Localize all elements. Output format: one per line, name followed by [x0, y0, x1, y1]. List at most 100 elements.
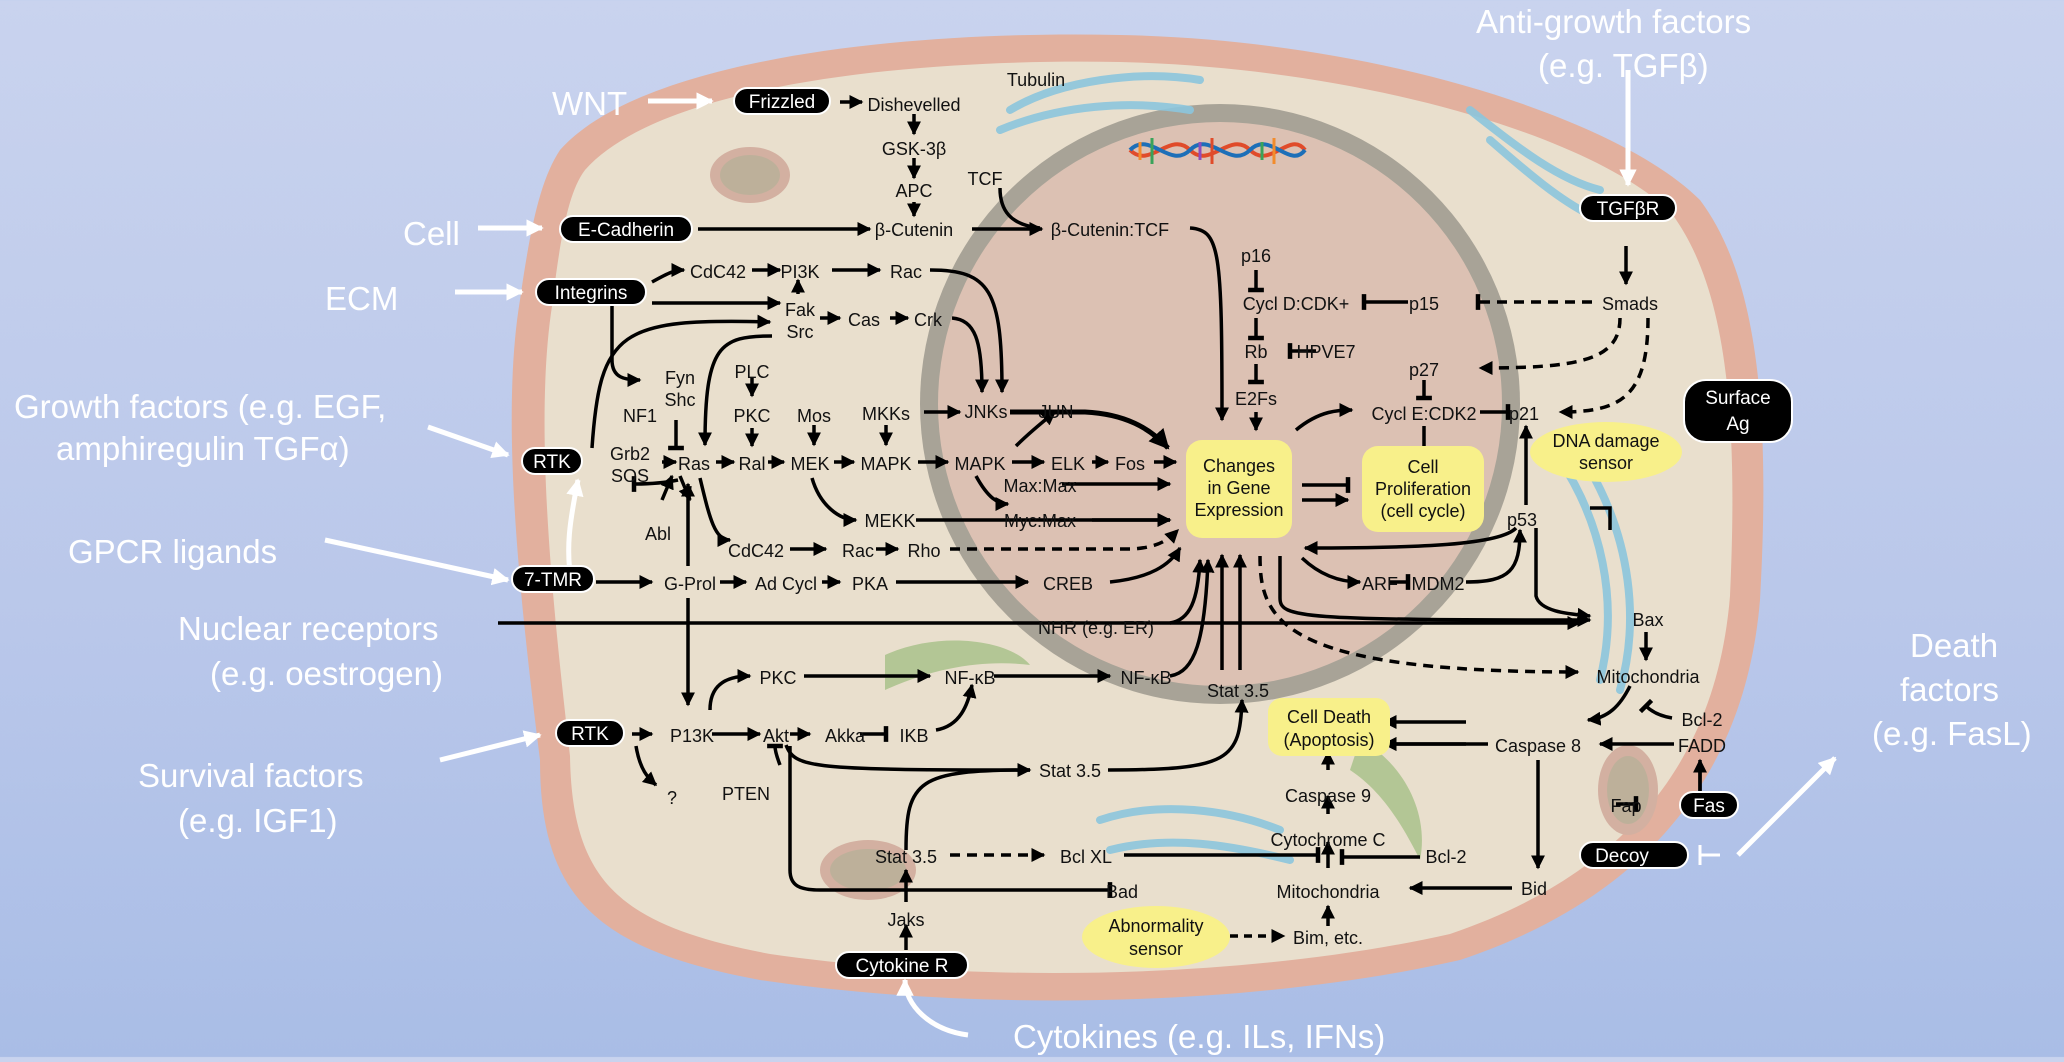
fak-node: Fak — [785, 300, 816, 320]
anti-growth-label-2: (e.g. TGFβ) — [1538, 47, 1709, 84]
apc-node: APC — [895, 181, 932, 201]
survival-factors-label-2: (e.g. IGF1) — [178, 802, 338, 839]
external-arrows — [324, 70, 1837, 1038]
mkks-node: MKKs — [862, 404, 910, 424]
abl-node: Abl — [645, 524, 671, 544]
svg-text:DNA damage: DNA damage — [1552, 431, 1659, 451]
fadd-node: FADD — [1678, 736, 1726, 756]
ecadherin-receptor — [559, 215, 693, 243]
stat35-low-node: Stat 3.5 — [875, 847, 937, 867]
p27-node: p27 — [1409, 360, 1439, 380]
frizzled-receptor — [733, 87, 831, 115]
adcycl-node: Ad Cycl — [755, 574, 817, 594]
caspase8-node: Caspase 8 — [1495, 736, 1581, 756]
surface-ag-label: Surface — [1705, 388, 1770, 409]
pka-node: PKA — [852, 574, 888, 594]
cytokines-label: Cytokines (e.g. ILs, IFNs) — [1013, 1018, 1385, 1055]
nhr-node: NHR (e.g. ER) — [1038, 618, 1154, 638]
bclxl-node: Bcl XL — [1060, 847, 1112, 867]
creb-node: CREB — [1043, 574, 1093, 594]
bax-node: Bax — [1632, 610, 1663, 630]
death-factors-label-2: factors — [1900, 671, 1999, 708]
bim-node: Bim, etc. — [1293, 928, 1363, 948]
bcl2-mid-node: Bcl-2 — [1425, 847, 1466, 867]
cdc42-mid-node: CdC42 — [728, 541, 784, 561]
nf1-node: NF1 — [623, 406, 657, 426]
tgfbr-label: TGFβR — [1597, 199, 1660, 220]
nuclear-receptors-label: Nuclear receptors — [178, 610, 438, 647]
svg-text:Expression: Expression — [1194, 500, 1283, 520]
mycmax-node: Myc:Max — [1004, 511, 1076, 531]
gene-expression-box — [1186, 440, 1292, 538]
rho-node: Rho — [907, 541, 940, 561]
bcatenin-node: β-Cutenin — [875, 220, 953, 240]
mapk-node-1: MAPK — [860, 454, 911, 474]
mekk-node: MEKK — [864, 511, 915, 531]
cytokine-receptor — [835, 951, 969, 979]
death-factors-label: Death — [1910, 627, 1998, 664]
ecadherin-label: E-Cadherin — [578, 220, 674, 241]
integrins-receptor — [535, 278, 647, 306]
shc-node: Shc — [664, 390, 695, 410]
decoy-label: Decoy — [1595, 846, 1649, 867]
gsk-node: GSK-3β — [882, 139, 946, 159]
elk-node: ELK — [1051, 454, 1085, 474]
tmr-label: 7-TMR — [524, 570, 582, 591]
maxmax-node: Max:Max — [1003, 476, 1076, 496]
ikb-node: IKB — [899, 726, 928, 746]
pkc-bottom-node: PKC — [759, 668, 796, 688]
svg-text:sensor: sensor — [1129, 939, 1183, 959]
mos-node: Mos — [797, 406, 831, 426]
nuclear-receptors-label-2: (e.g. oestrogen) — [210, 655, 443, 692]
svg-text:(Apoptosis): (Apoptosis) — [1283, 730, 1374, 750]
hpve7-node: HPVE7 — [1296, 342, 1355, 362]
akt-node: Akt — [763, 726, 789, 746]
pi3k-top-node: PI3K — [780, 262, 819, 282]
question-node: ? — [667, 788, 677, 808]
rtk-bottom-receptor — [555, 719, 625, 747]
survival-factors-label: Survival factors — [138, 757, 364, 794]
nfkb-node-1: NF-κB — [945, 668, 996, 688]
dna-icon — [1128, 138, 1307, 164]
abnormality-sensor — [1082, 906, 1230, 968]
nfkb-node-2: NF-κB — [1121, 668, 1172, 688]
anti-growth-label: Anti-growth factors — [1476, 3, 1751, 40]
decoy-receptor — [1579, 841, 1689, 869]
bid-node: Bid — [1521, 879, 1547, 899]
svg-text:(cell cycle): (cell cycle) — [1380, 501, 1465, 521]
surface-ag-label-2: Ag — [1726, 414, 1749, 435]
stat35-mid-node: Stat 3.5 — [1039, 761, 1101, 781]
fas-receptor — [1679, 791, 1739, 819]
akka-node: Akka — [825, 726, 866, 746]
wnt-label: WNT — [552, 85, 627, 122]
p53-node: p53 — [1507, 510, 1537, 530]
gpcr-ligands-label: GPCR ligands — [68, 533, 277, 570]
svg-text:Cell: Cell — [1407, 457, 1438, 477]
svg-text:Cell Death: Cell Death — [1287, 707, 1371, 727]
gprol-node: G-Prol — [664, 574, 716, 594]
svg-text:Changes: Changes — [1203, 456, 1275, 476]
p15-node: p15 — [1409, 294, 1439, 314]
growth-factors-label-2: amphiregulin TGFα) — [56, 430, 350, 467]
ras-node: Ras — [678, 454, 710, 474]
rtk-top-receptor — [521, 447, 583, 475]
receptors: Frizzled E-Cadherin Integrins RTK 7-TMR … — [511, 87, 1793, 979]
mito-bottom-node: Mitochondria — [1276, 882, 1380, 902]
cell-proliferation-box — [1362, 446, 1484, 532]
svg-text:in Gene: in Gene — [1207, 478, 1270, 498]
pkc-top-node: PKC — [733, 406, 770, 426]
death-factors-label-3: (e.g. FasL) — [1872, 715, 2032, 752]
integrins-label: Integrins — [555, 283, 628, 304]
nucleus — [938, 122, 1502, 686]
p21-node: p21 — [1509, 404, 1539, 424]
fap-node: Fap — [1610, 796, 1641, 816]
ral-node: Ral — [738, 454, 765, 474]
mek-node: MEK — [790, 454, 829, 474]
fos-node: Fos — [1115, 454, 1145, 474]
svg-text:Abnormality: Abnormality — [1108, 916, 1203, 936]
bcl2-right-node: Bcl-2 — [1681, 710, 1722, 730]
svg-text:Proliferation: Proliferation — [1375, 479, 1471, 499]
external-signal-labels: WNT Cell ECM Growth factors (e.g. EGF, a… — [14, 3, 2032, 1055]
